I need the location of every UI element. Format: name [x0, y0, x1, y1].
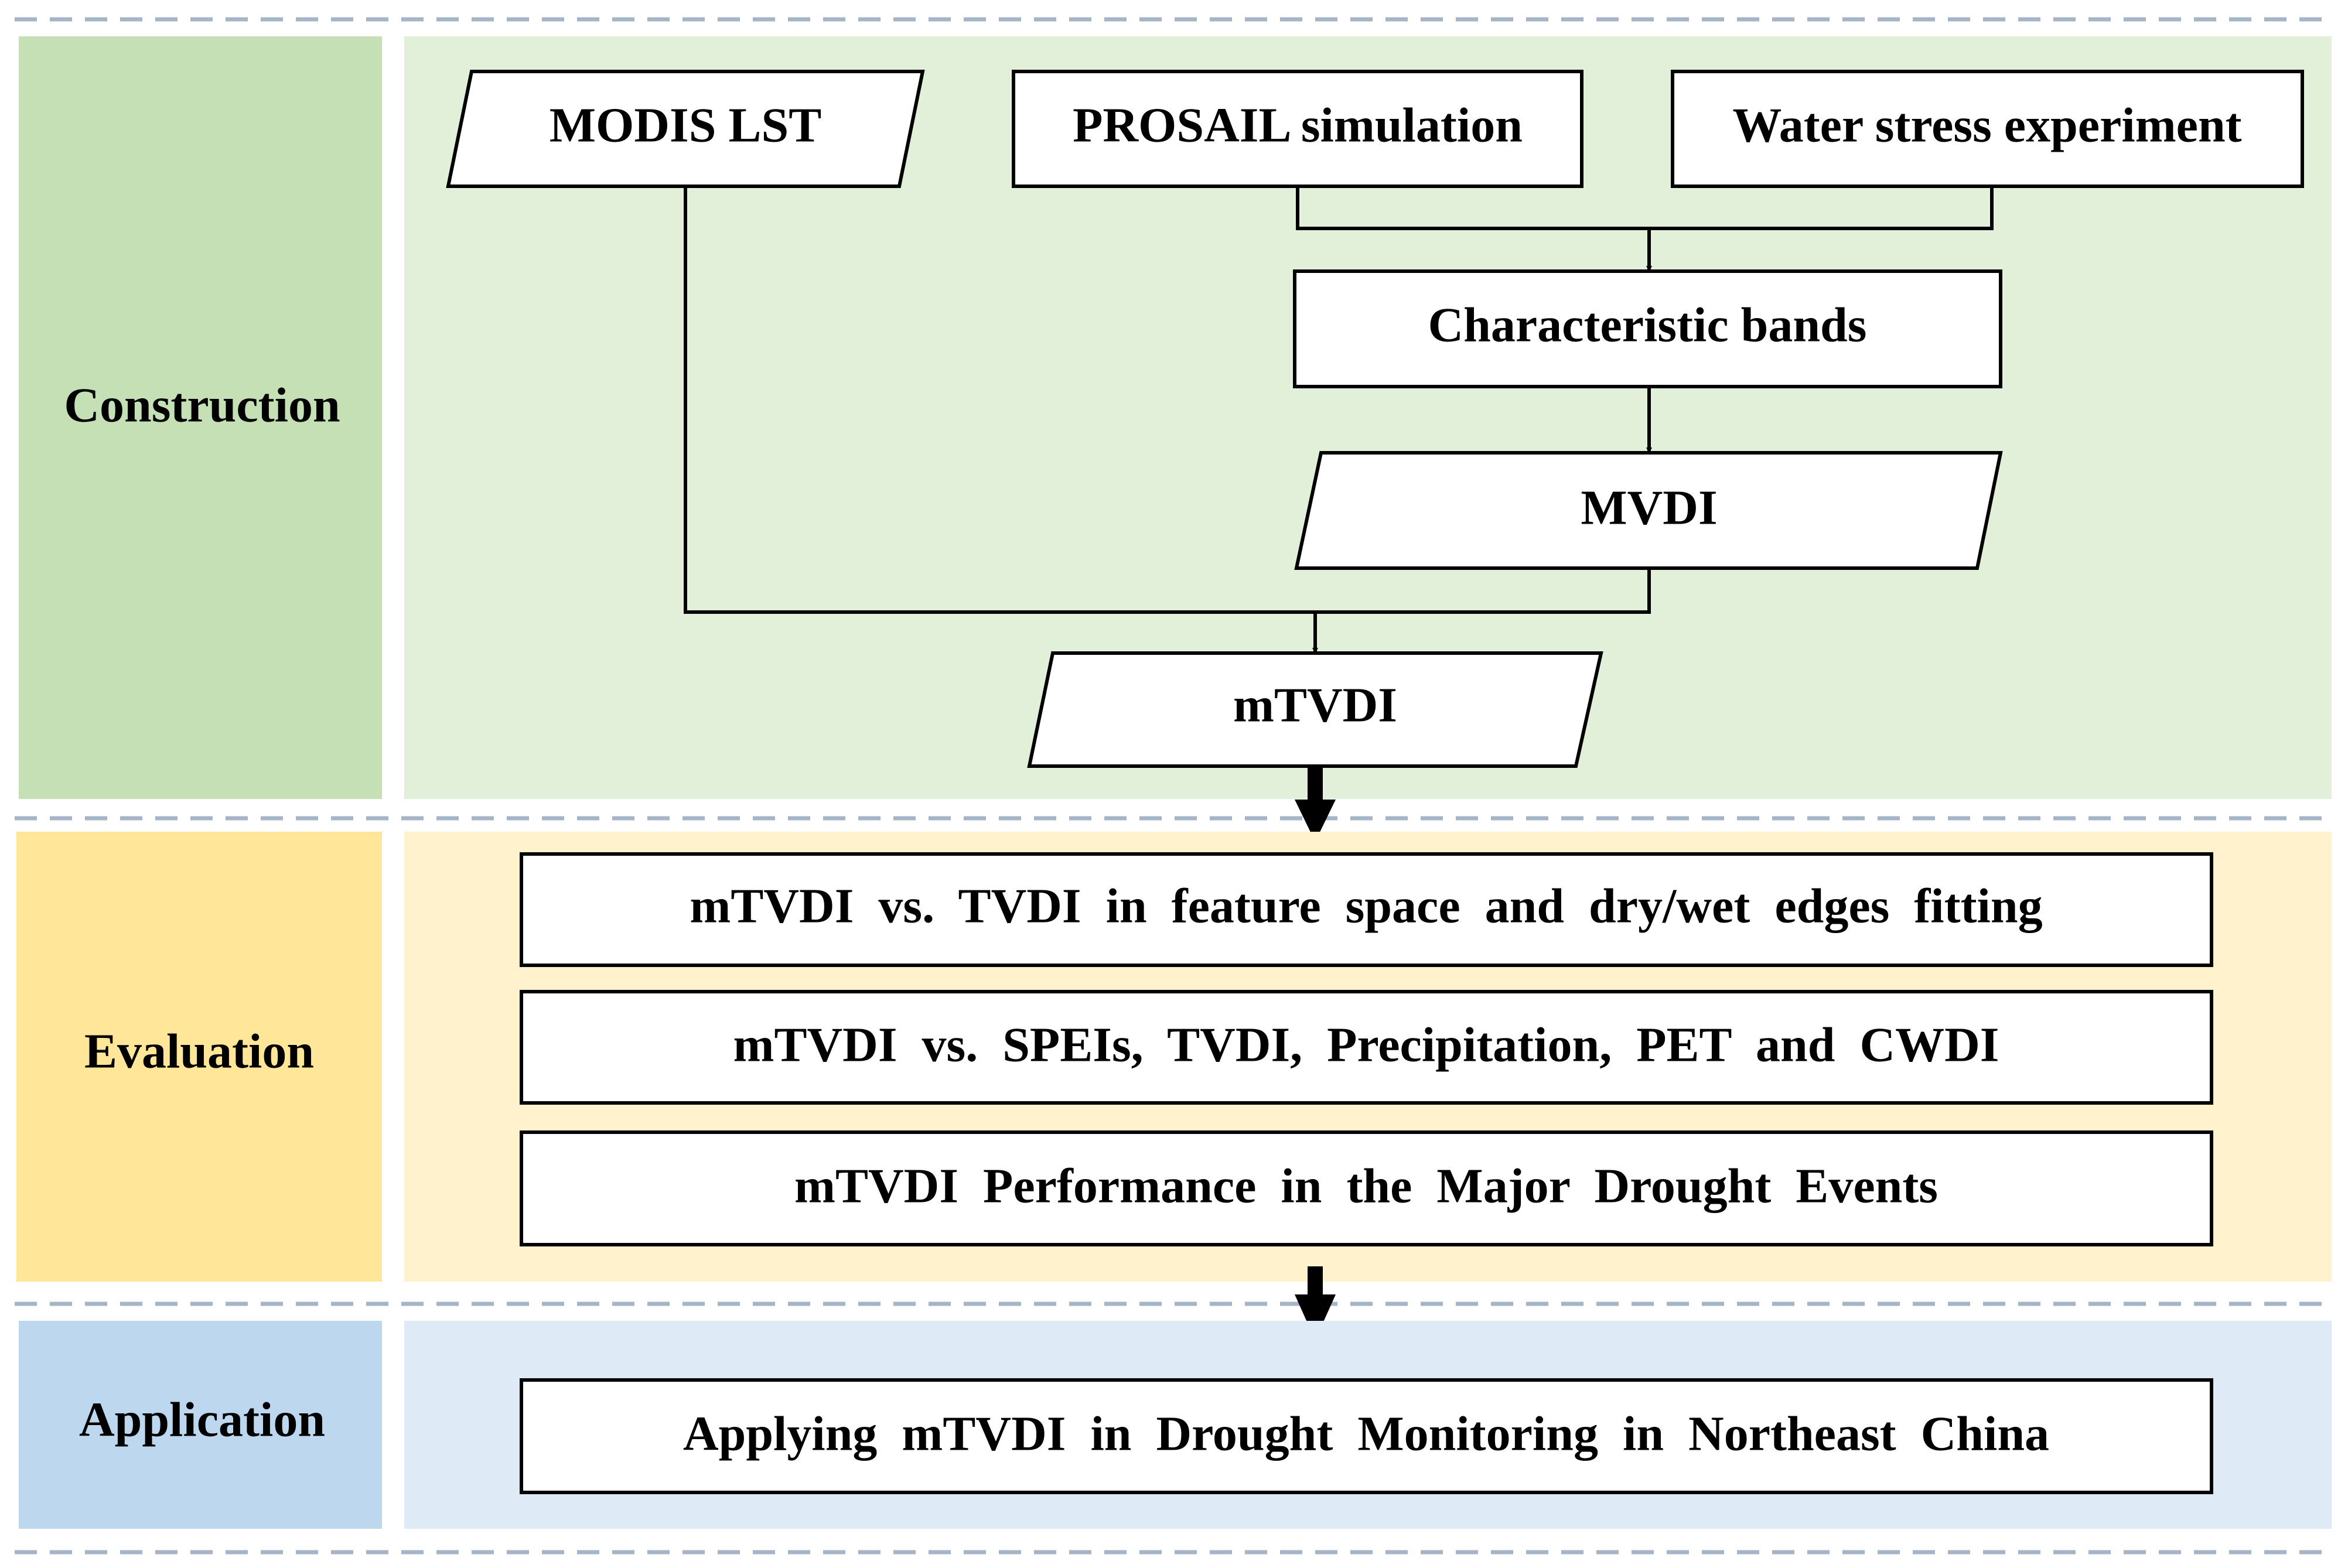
modis-lst-label: MODIS LST	[550, 98, 821, 152]
evaluation-item-label: mTVDI vs. SPEIs, TVDI, Precipitation, PE…	[733, 1017, 1999, 1072]
evaluation-section: Evaluation mTVDI vs. TVDI in feature spa…	[16, 832, 2332, 1282]
arrow-shaft	[1308, 767, 1323, 802]
prosail-shape	[1012, 70, 1583, 188]
arrow-shaft	[1308, 1266, 1323, 1299]
arrow-construction-to-evaluation	[1295, 767, 1336, 842]
evaluation-item: mTVDI Performance in the Major Drought E…	[520, 1130, 2213, 1246]
characteristic-bands-shape	[1293, 269, 2002, 388]
modis-lst-shape	[446, 70, 925, 188]
node-characteristic-bands: Characteristic bands	[1293, 269, 2002, 388]
construction-connectors	[684, 186, 1994, 654]
connector-modis-to-mtvdi	[684, 186, 1318, 654]
evaluation-item: mTVDI vs. TVDI in feature space and dry/…	[520, 852, 2213, 967]
connector-mvdi-to-mtvdi	[1315, 568, 1651, 614]
node-modis-lst: MODIS LST	[446, 70, 925, 188]
characteristic-bands-label: Characteristic bands	[1428, 298, 1867, 352]
construction-label: Construction	[64, 378, 340, 432]
water-stress-label: Water stress experiment	[1732, 98, 2241, 152]
mvdi-shape	[1294, 451, 2003, 570]
application-section: Application Applying mTVDI in Drought Mo…	[19, 1321, 2332, 1529]
mtvdi-label: mTVDI	[1233, 678, 1397, 732]
section-dividers	[15, 17, 2335, 1555]
evaluation-item: mTVDI vs. SPEIs, TVDI, Precipitation, PE…	[520, 990, 2213, 1105]
evaluation-item-label: mTVDI Performance in the Major Drought E…	[794, 1159, 1938, 1213]
application-label-block	[19, 1321, 382, 1529]
mvdi-label: MVDI	[1581, 480, 1717, 535]
evaluation-item-label: mTVDI vs. TVDI in feature space and dry/…	[690, 879, 2042, 933]
node-prosail-simulation: PROSAIL simulation	[1012, 70, 1583, 188]
water-stress-shape	[1671, 70, 2304, 188]
node-mtvdi: mTVDI	[1027, 651, 1603, 768]
evaluation-item-box	[520, 990, 2213, 1105]
evaluation-item-box	[520, 1130, 2213, 1246]
application-item: Applying mTVDI in Drought Monitoring in …	[520, 1378, 2213, 1494]
evaluation-item-box	[520, 852, 2213, 967]
evaluation-label: Evaluation	[84, 1024, 314, 1078]
arrow-head	[1295, 800, 1336, 842]
evaluation-label-block	[16, 832, 382, 1282]
mtvdi-shape	[1027, 651, 1603, 768]
arrow-head	[1295, 1294, 1336, 1340]
node-water-stress-experiment: Water stress experiment	[1671, 70, 2304, 188]
construction-section: Construction MODIS LST PROSAIL simulatio…	[19, 36, 2332, 799]
application-item-box	[520, 1378, 2213, 1494]
construction-label-block	[19, 36, 382, 799]
connector-prosail-join	[1296, 186, 1994, 230]
arrow-evaluation-to-application	[1295, 1266, 1336, 1340]
node-mvdi: MVDI	[1294, 451, 2003, 570]
application-item-label: Applying mTVDI in Drought Monitoring in …	[683, 1406, 2049, 1461]
application-label: Application	[79, 1392, 325, 1447]
prosail-label: PROSAIL simulation	[1073, 98, 1523, 152]
